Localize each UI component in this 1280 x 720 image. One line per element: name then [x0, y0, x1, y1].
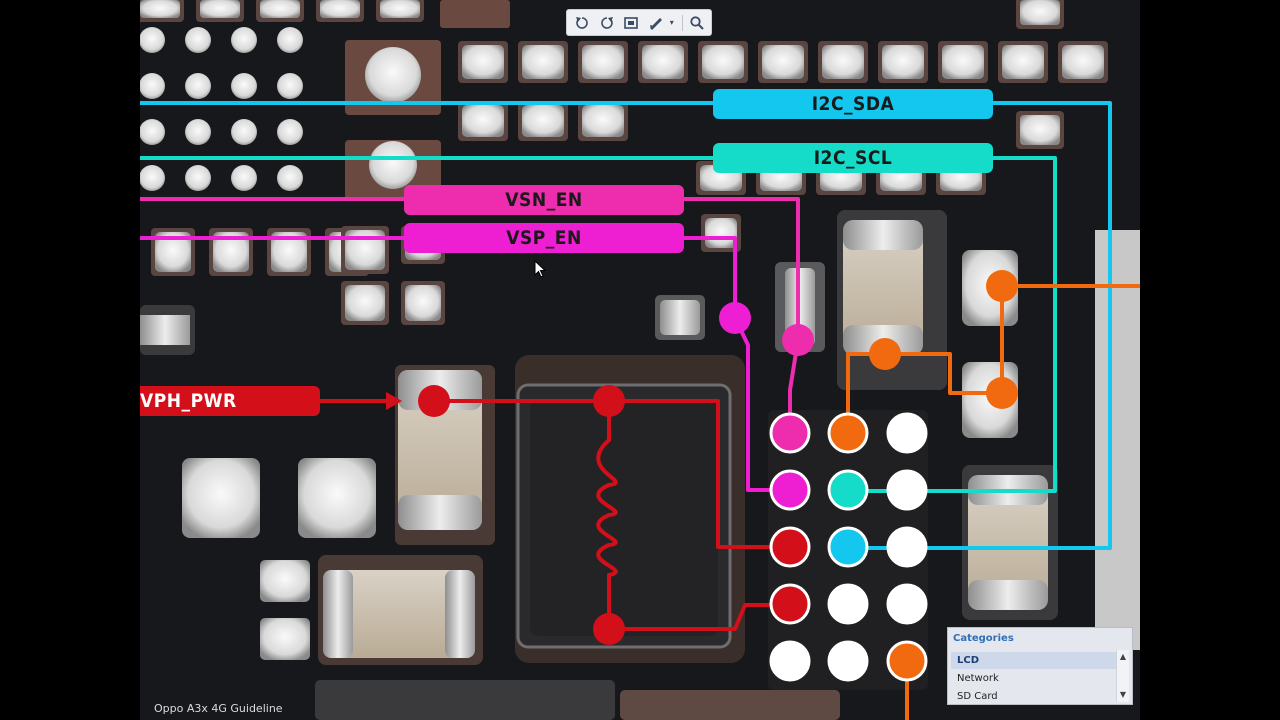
- mouse-cursor-icon: [534, 260, 547, 278]
- net-junction-orange-1: [869, 338, 901, 370]
- pcb-pad: [582, 105, 624, 137]
- rotate-right-icon[interactable]: [596, 12, 618, 33]
- ic-ball-r5c2: [827, 640, 869, 682]
- pcb-pad: [882, 45, 924, 79]
- net-junction-orange-2: [986, 270, 1018, 302]
- pcb-pad: [231, 27, 257, 53]
- pcb-pad: [1020, 115, 1060, 145]
- pcb-pad: [277, 27, 303, 53]
- pcb-pad: [185, 165, 211, 191]
- pcb-pad: [522, 45, 564, 79]
- ic-ball-r5c1: [769, 640, 811, 682]
- viewer-toolbar: ▾: [566, 9, 712, 36]
- board-viewer[interactable]: I2C_SDA I2C_SCL VSN_EN VSP_EN VPH_PWR ▾ …: [140, 0, 1140, 720]
- pcb-pad: [140, 165, 165, 191]
- pcb-pad: [231, 165, 257, 191]
- pcb-pad: [200, 0, 240, 18]
- pcb-pad: [522, 105, 564, 137]
- pcb-pad: [380, 0, 420, 18]
- pcb-pad: [642, 45, 684, 79]
- ic-ball-r1c1: [769, 412, 811, 454]
- pcb-pad: [405, 285, 441, 321]
- pcb-pad: [942, 45, 984, 79]
- pcb-pad: [140, 119, 165, 145]
- pen-tool-icon[interactable]: [645, 12, 667, 33]
- ic-ball-r1c3: [886, 412, 928, 454]
- categories-title: Categories: [953, 633, 1014, 644]
- pcb-pad: [1020, 0, 1060, 25]
- pcb-pad: [271, 232, 307, 272]
- search-icon[interactable]: [686, 12, 708, 33]
- net-label-vph-pwr[interactable]: VPH_PWR: [140, 386, 320, 416]
- pcb-pad: [140, 27, 165, 53]
- scroll-up-icon[interactable]: ▲: [1119, 652, 1127, 661]
- ic-ball-r5c3: [886, 640, 928, 682]
- pcb-pad: [822, 45, 864, 79]
- pcb-pad: [260, 0, 300, 18]
- watermark-text: Oppo A3x 4G Guideline: [154, 702, 283, 715]
- ic-ball-r4c2: [827, 583, 869, 625]
- category-item-lcd[interactable]: LCD: [951, 652, 1117, 669]
- pcb-pad: [277, 119, 303, 145]
- net-junction-vsn-en: [782, 324, 814, 356]
- pcb-pad: [277, 73, 303, 99]
- pcb-pad: [462, 105, 504, 137]
- ic-ball-r2c3: [886, 469, 928, 511]
- categories-panel: Categories LCD Network SD Card ▲ ▼: [947, 627, 1133, 705]
- fit-screen-icon[interactable]: [621, 12, 643, 33]
- rotate-left-icon[interactable]: [571, 12, 593, 33]
- pcb-pad: [1062, 45, 1104, 79]
- ic-ball-r3c3: [886, 526, 928, 568]
- pcb-pad: [231, 73, 257, 99]
- ic-ball-r2c1: [769, 469, 811, 511]
- ic-ball-r2c2: [827, 469, 869, 511]
- category-item-sd-card[interactable]: SD Card: [957, 691, 998, 702]
- pcb-pad: [213, 232, 249, 272]
- pcb-pad: [231, 119, 257, 145]
- category-item-network[interactable]: Network: [957, 673, 999, 684]
- pcb-pad: [155, 232, 191, 272]
- toolbar-separator: [682, 14, 684, 31]
- pcb-pad: [462, 45, 504, 79]
- net-label-vsp-en[interactable]: VSP_EN: [404, 223, 684, 253]
- pcb-pad: [702, 45, 744, 79]
- ic-ball-r1c2: [827, 412, 869, 454]
- pcb-pad: [345, 285, 385, 321]
- net-junction-orange-3: [986, 377, 1018, 409]
- scroll-down-icon[interactable]: ▼: [1119, 690, 1127, 699]
- pcb-pad: [185, 27, 211, 53]
- categories-scrollbar[interactable]: ▲ ▼: [1116, 650, 1129, 702]
- ic-ball-r3c2: [827, 526, 869, 568]
- ic-ball-r4c3: [886, 583, 928, 625]
- ic-ball-r4c1: [769, 583, 811, 625]
- net-label-vsn-en[interactable]: VSN_EN: [404, 185, 684, 215]
- pcb-pad: [1002, 45, 1044, 79]
- pcb-pad: [185, 119, 211, 145]
- pcb-pad: [277, 165, 303, 191]
- net-label-i2c-scl[interactable]: I2C_SCL: [713, 143, 993, 173]
- net-junction-vph-pwr-input: [418, 385, 450, 417]
- pcb-pad: [582, 45, 624, 79]
- pcb-pad: [140, 0, 180, 18]
- net-junction-vsp-en: [719, 302, 751, 334]
- ic-ball-r3c1: [769, 526, 811, 568]
- pcb-pad: [320, 0, 360, 18]
- chevron-down-icon[interactable]: ▾: [669, 18, 674, 27]
- pcb-pad: [762, 45, 804, 79]
- net-junction-vph-pwr-inductor-bottom: [593, 613, 625, 645]
- pcb-pad: [185, 73, 211, 99]
- pcb-pad: [705, 218, 737, 248]
- pcb-pad: [140, 73, 165, 99]
- pcb-board-image: [140, 0, 1140, 720]
- net-label-i2c-sda[interactable]: I2C_SDA: [713, 89, 993, 119]
- net-junction-vph-pwr-inductor-top: [593, 385, 625, 417]
